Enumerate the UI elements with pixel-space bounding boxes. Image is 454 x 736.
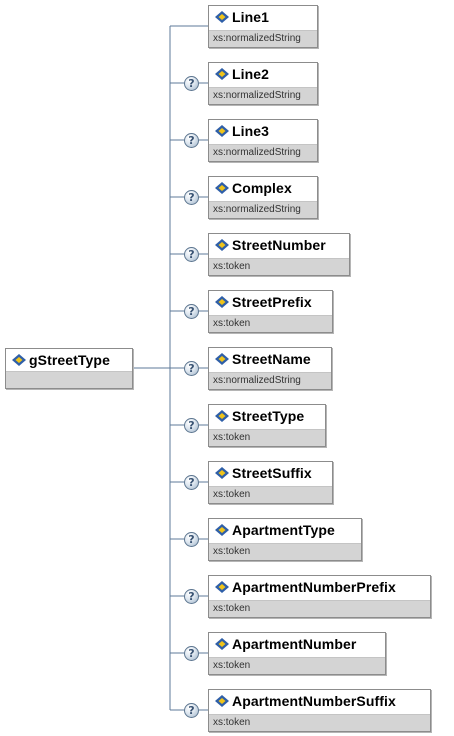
child-element-header: StreetPrefix xyxy=(209,291,332,313)
child-element-StreetNumber[interactable]: StreetNumber xs:token xyxy=(208,233,350,276)
child-element-name: StreetNumber xyxy=(232,237,326,253)
child-element-StreetName[interactable]: StreetName xs:normalizedString xyxy=(208,347,332,390)
optional-marker-icon: ? xyxy=(184,532,199,547)
child-element-type: xs:token xyxy=(209,714,430,731)
root-element-header: gStreetType xyxy=(6,349,132,371)
element-diamond-icon xyxy=(215,239,229,251)
child-element-Line3[interactable]: Line3 xs:normalizedString xyxy=(208,119,318,162)
element-diamond-icon xyxy=(215,296,229,308)
child-element-header: Line2 xyxy=(209,63,317,85)
child-element-Complex[interactable]: Complex xs:normalizedString xyxy=(208,176,318,219)
optional-marker-icon: ? xyxy=(184,703,199,718)
child-element-header: ApartmentNumberSuffix xyxy=(209,690,430,712)
child-element-type: xs:token xyxy=(209,429,325,446)
optional-marker-icon: ? xyxy=(184,646,199,661)
child-element-ApartmentNumberSuffix[interactable]: ApartmentNumberSuffix xs:token xyxy=(208,689,431,732)
optional-marker-icon: ? xyxy=(184,247,199,262)
element-diamond-icon xyxy=(215,524,229,536)
child-element-header: ApartmentNumber xyxy=(209,633,385,655)
child-element-ApartmentNumberPrefix[interactable]: ApartmentNumberPrefix xs:token xyxy=(208,575,431,618)
child-element-name: ApartmentNumber xyxy=(232,636,357,652)
child-element-name: ApartmentType xyxy=(232,522,335,538)
element-diamond-icon xyxy=(215,11,229,23)
optional-marker-icon: ? xyxy=(184,133,199,148)
element-diamond-icon xyxy=(215,638,229,650)
root-element-type-bar xyxy=(6,371,132,388)
child-element-StreetSuffix[interactable]: StreetSuffix xs:token xyxy=(208,461,333,504)
child-element-name: Line2 xyxy=(232,66,270,82)
child-element-header: Line3 xyxy=(209,120,317,142)
child-element-name: StreetType xyxy=(232,408,305,424)
root-element-gStreetType[interactable]: gStreetType xyxy=(5,348,133,389)
optional-marker-icon: ? xyxy=(184,475,199,490)
optional-marker-icon: ? xyxy=(184,76,199,91)
child-element-header: ApartmentType xyxy=(209,519,361,541)
child-element-type: xs:normalizedString xyxy=(209,372,331,389)
child-element-header: StreetNumber xyxy=(209,234,349,256)
child-element-header: Line1 xyxy=(209,6,317,28)
child-element-header: ApartmentNumberPrefix xyxy=(209,576,430,598)
child-element-type: xs:token xyxy=(209,543,361,560)
child-element-type: xs:token xyxy=(209,258,349,275)
element-diamond-icon xyxy=(215,410,229,422)
element-diamond-icon xyxy=(215,125,229,137)
element-diamond-icon xyxy=(215,581,229,593)
child-element-type: xs:normalizedString xyxy=(209,87,317,104)
child-element-name: ApartmentNumberPrefix xyxy=(232,579,396,595)
child-element-ApartmentNumber[interactable]: ApartmentNumber xs:token xyxy=(208,632,386,675)
child-element-header: StreetType xyxy=(209,405,325,427)
optional-marker-icon: ? xyxy=(184,589,199,604)
element-diamond-icon xyxy=(12,354,26,366)
child-element-type: xs:normalizedString xyxy=(209,201,317,218)
child-element-type: xs:token xyxy=(209,600,430,617)
child-element-name: ApartmentNumberSuffix xyxy=(232,693,396,709)
child-element-type: xs:normalizedString xyxy=(209,30,317,47)
root-element-name: gStreetType xyxy=(29,352,110,368)
optional-marker-icon: ? xyxy=(184,190,199,205)
child-element-name: StreetName xyxy=(232,351,311,367)
child-element-name: StreetSuffix xyxy=(232,465,312,481)
element-diamond-icon xyxy=(215,353,229,365)
child-element-ApartmentType[interactable]: ApartmentType xs:token xyxy=(208,518,362,561)
child-element-header: StreetSuffix xyxy=(209,462,332,484)
child-element-type: xs:token xyxy=(209,486,332,503)
child-element-name: StreetPrefix xyxy=(232,294,312,310)
child-element-StreetPrefix[interactable]: StreetPrefix xs:token xyxy=(208,290,333,333)
element-diamond-icon xyxy=(215,68,229,80)
element-diamond-icon xyxy=(215,467,229,479)
child-element-header: Complex xyxy=(209,177,317,199)
child-element-type: xs:normalizedString xyxy=(209,144,317,161)
optional-marker-icon: ? xyxy=(184,361,199,376)
optional-marker-icon: ? xyxy=(184,418,199,433)
child-element-name: Complex xyxy=(232,180,292,196)
child-element-header: StreetName xyxy=(209,348,331,370)
child-element-Line2[interactable]: Line2 xs:normalizedString xyxy=(208,62,318,105)
child-element-name: Line1 xyxy=(232,9,270,25)
child-element-type: xs:token xyxy=(209,657,385,674)
child-element-Line1[interactable]: Line1 xs:normalizedString xyxy=(208,5,318,48)
child-element-type: xs:token xyxy=(209,315,332,332)
child-element-name: Line3 xyxy=(232,123,270,139)
optional-marker-icon: ? xyxy=(184,304,199,319)
element-diamond-icon xyxy=(215,695,229,707)
child-element-StreetType[interactable]: StreetType xs:token xyxy=(208,404,326,447)
element-diamond-icon xyxy=(215,182,229,194)
